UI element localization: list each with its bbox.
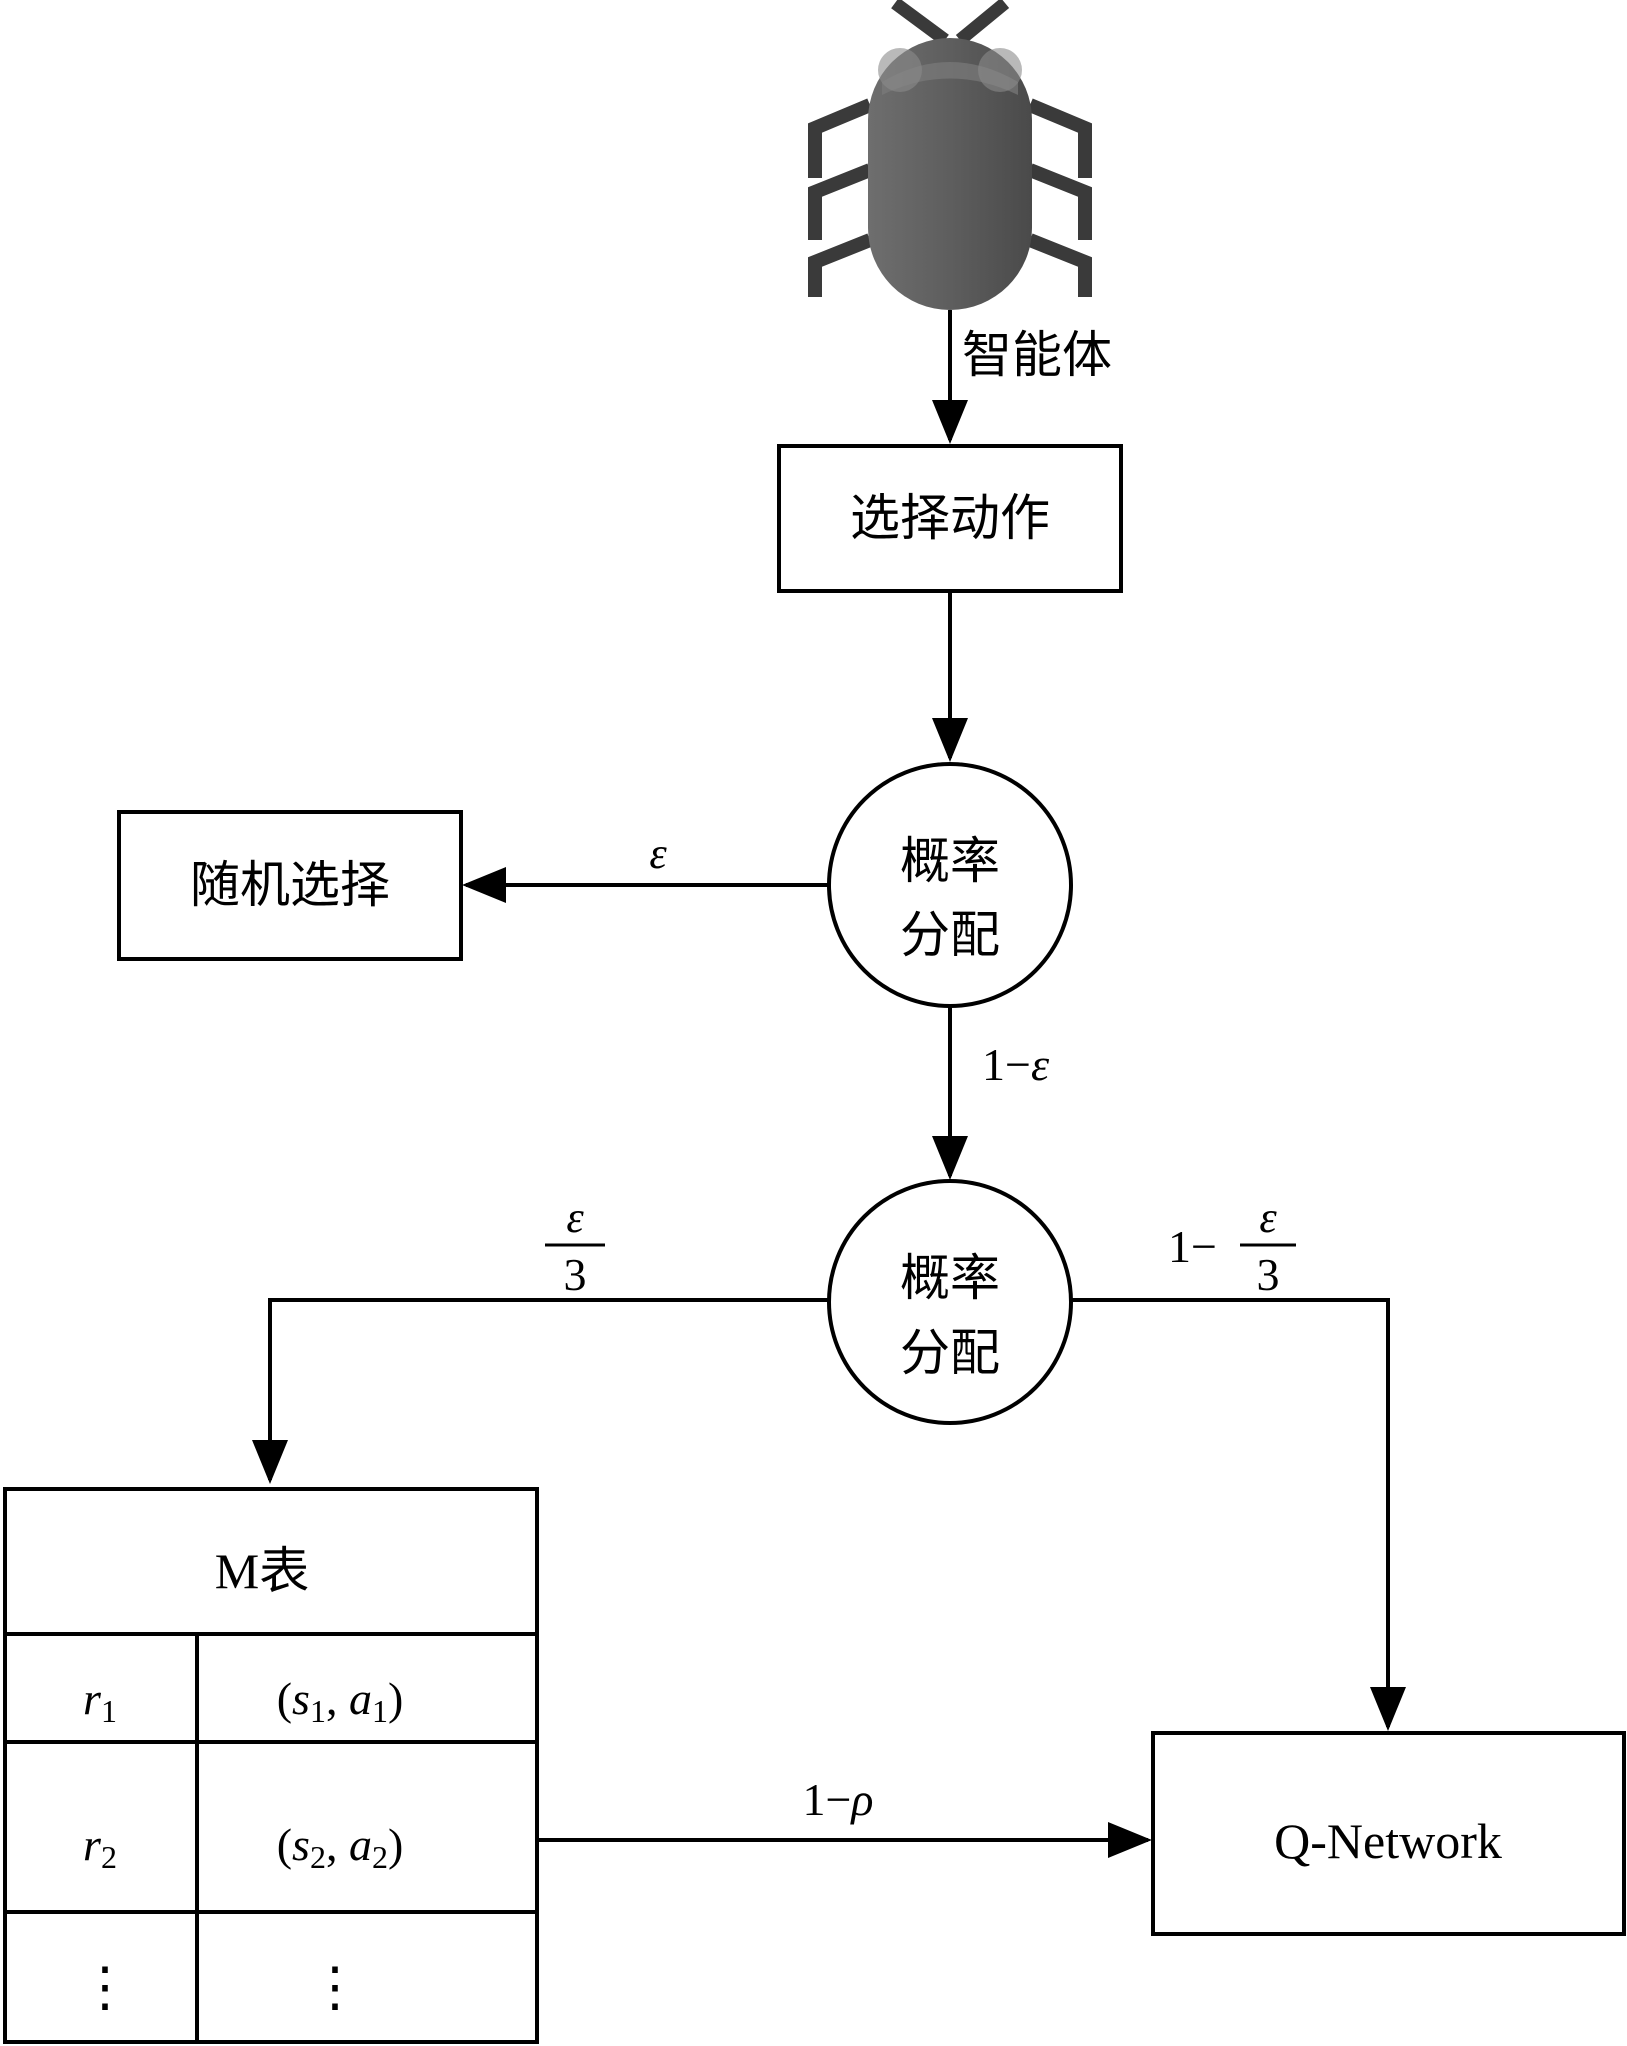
m-table-title: M表 <box>215 1543 309 1599</box>
fraction-numerator-2: ε <box>1259 1193 1277 1242</box>
one-minus-epsilon-over-3-label: 1− ε 3 <box>1168 1193 1296 1300</box>
m-table: M表 r1 (s1, a1) r2 (s2, a2) ⋮ ⋮ <box>3 1487 539 2044</box>
probability-node-2: 概率 分配 <box>827 1179 1073 1425</box>
q-network-label: Q-Network <box>1274 1813 1502 1869</box>
select-action-node: 选择动作 <box>777 444 1123 593</box>
table-row-2-r: r2 <box>83 1819 117 1875</box>
edge-prob2-to-m-table <box>252 1298 829 1484</box>
fraction-denominator: 3 <box>564 1249 587 1300</box>
table-ellipsis-right: ⋮ <box>308 1957 362 2017</box>
prob-node-2-line1: 概率 <box>900 1249 1000 1307</box>
table-row-1-pair: (s1, a1) <box>277 1673 404 1729</box>
epsilon-label: ε <box>649 829 667 878</box>
one-minus-prefix-2: 1− <box>1168 1221 1217 1272</box>
table-row-1-r: r1 <box>83 1673 117 1729</box>
prob-node-2-line2: 分配 <box>900 1324 1000 1382</box>
fraction-numerator: ε <box>566 1193 584 1242</box>
one-minus-epsilon-label: 1−ε <box>982 1039 1050 1090</box>
one-minus-prefix: 1− <box>982 1039 1031 1090</box>
table-ellipsis-left: ⋮ <box>78 1957 132 2017</box>
select-action-label: 选择动作 <box>850 489 1050 547</box>
agent-label: 智能体 <box>962 326 1112 384</box>
prob-node-1-line2: 分配 <box>900 906 1000 964</box>
prob-node-1-line1: 概率 <box>900 832 1000 890</box>
one-minus-rho-label: 1−ρ <box>802 1774 873 1825</box>
epsilon-over-3-label: ε 3 <box>545 1193 605 1300</box>
edge-prob2-to-qnetwork <box>1071 1298 1406 1731</box>
random-select-label: 随机选择 <box>190 856 390 914</box>
probability-node-1: 概率 分配 <box>827 762 1073 1008</box>
bug-icon <box>808 0 1092 310</box>
fraction-denominator-2: 3 <box>1257 1249 1280 1300</box>
random-select-node: 随机选择 <box>117 810 463 961</box>
epsilon-symbol: ε <box>1031 1039 1050 1090</box>
table-row-2-pair: (s2, a2) <box>277 1819 404 1875</box>
q-network-node: Q-Network <box>1151 1731 1626 1936</box>
